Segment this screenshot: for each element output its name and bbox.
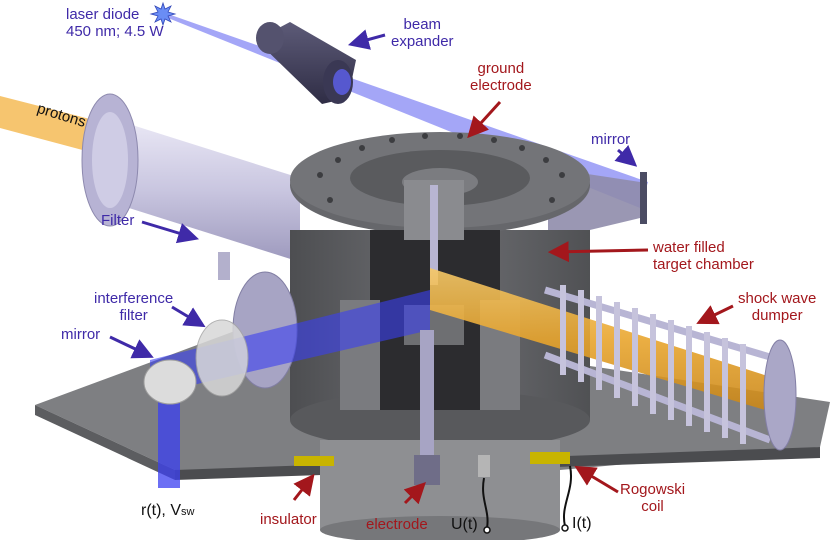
water-target-label-line2: target chamber [653,256,754,273]
laser-diode-star-icon [149,1,177,27]
shock-wave-dumper-label: shock wave dumper [738,290,816,324]
arrow-mirror-top [614,145,638,167]
insulator-label: insulator [260,511,317,528]
ground-electrode-label-line2: electrode [470,77,532,94]
proton-beam-target [430,268,780,412]
mirror-left-disk [143,359,197,405]
ground-electrode-label: ground electrode [470,60,532,94]
mirror-left-label: mirror [61,326,101,343]
dumper-fins [560,285,746,444]
signal-r-prefix: r(t), V [141,502,181,519]
current-label: I(t) [572,515,592,532]
arrow-mirror-left [109,335,154,359]
beam-expander-label-line2: expander [391,33,454,50]
laser-diode-label-line2: 450 nm; 4.5 W [66,23,164,40]
water-target-label: water filled target chamber [653,239,754,273]
rogowski-coil-label: Rogowski coil [620,481,685,515]
arrow-insulator [292,473,315,501]
arrow-rogowski [574,465,619,494]
ground-electrode-label-line1: ground [477,60,525,77]
beam-expander-label-line1: beam [403,16,442,33]
beam-expander [256,22,356,104]
base-plate-edge [35,405,175,480]
voltage-label: U(t) [451,516,478,533]
filter-housing [81,93,300,280]
laser-beam-output [158,378,180,488]
arrow-shock-wave [696,304,734,325]
voltage-terminal [483,526,491,534]
dumper-end-flange [763,339,797,451]
arrow-water-target [547,241,649,263]
arrow-interference-filter [171,305,206,328]
rogowski-label-line1: Rogowski [620,481,686,498]
mirror-top-label: mirror [591,131,631,148]
interference-filter-label-line2: filter [119,307,148,324]
signal-r-label: r(t), Vsw [141,502,194,521]
arrow-beam-expander [347,29,386,50]
voltage-wire [482,477,489,529]
shock-wave-label-line1: shock wave [738,290,817,307]
beam-expander-label: beam expander [391,16,454,50]
interference-filter-label-line1: interference [94,290,174,307]
filter-label: Filter [101,212,135,229]
laser-diode-label: laser diode 450 nm; 4.5 W [66,6,164,40]
interference-filter-label: interference filter [94,290,173,324]
arrow-ground-electrode [467,100,502,139]
arrow-electrode [403,482,426,505]
shock-wave-label-line2: dumper [751,307,803,324]
arrow-filter [141,220,200,244]
lower-housing [294,330,570,540]
signal-r-subscript: sw [181,506,195,518]
electrode-label: electrode [366,516,428,533]
water-target-label-line1: water filled [653,239,725,256]
interference-filter-disk [195,319,249,397]
laser-diode-label-line1: laser diode [66,6,140,23]
current-wire [563,465,572,527]
rogowski-label-line2: coil [641,498,664,515]
current-terminal [561,524,569,532]
